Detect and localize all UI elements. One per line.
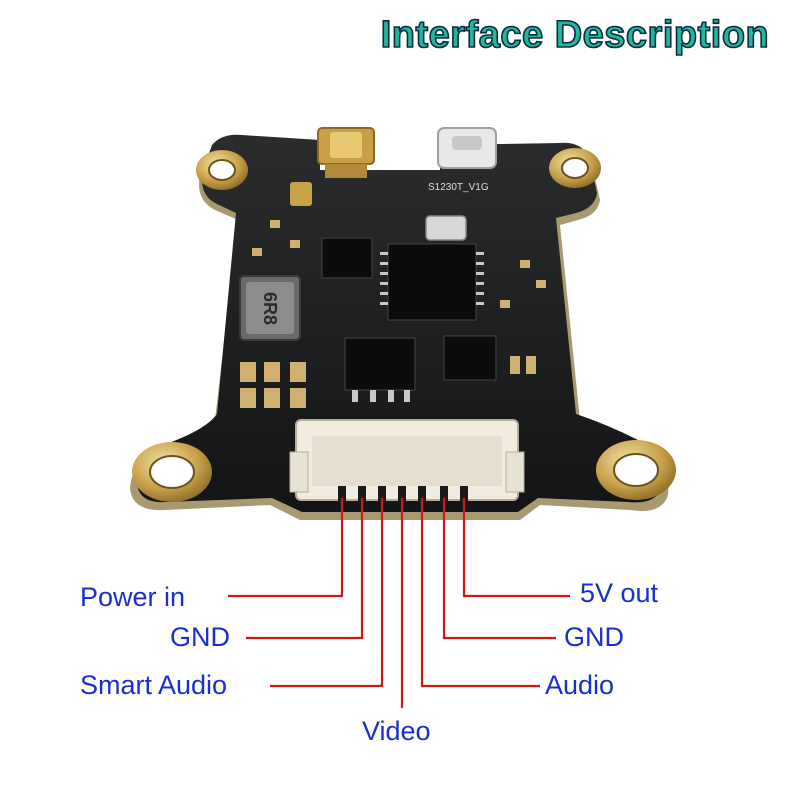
label-smart-audio: Smart Audio <box>80 670 228 700</box>
leader-smart-audio <box>270 498 384 688</box>
label-power-in: Power in <box>80 582 186 612</box>
leader-5v-out <box>462 498 570 598</box>
mount-hole-bottom-left <box>132 442 212 502</box>
label-video: Video <box>362 716 431 746</box>
push-button <box>437 127 497 169</box>
crystal-oscillator <box>425 215 467 241</box>
label-audio: Audio <box>545 670 615 700</box>
main-chip <box>380 243 484 321</box>
diagram-title: Interface Description <box>380 13 770 57</box>
leader-audio <box>420 498 540 688</box>
leader-power-in <box>228 498 344 598</box>
power-ic <box>344 337 416 402</box>
mount-hole-bottom-right <box>596 440 676 500</box>
amplifier-chip <box>443 335 497 381</box>
antenna-connector <box>290 127 375 206</box>
label-gnd-left: GND <box>170 622 230 652</box>
mount-hole-top-right <box>549 148 601 188</box>
leader-gnd-right <box>442 498 556 640</box>
pin-leader-lines <box>228 498 570 708</box>
label-5v-out: 5V out <box>580 578 659 608</box>
seven-pin-connector <box>289 419 525 502</box>
inductor-marking: 6R8 <box>260 292 280 325</box>
version-silkscreen: S1230T_V1G <box>428 182 489 193</box>
leader-gnd-left <box>246 498 364 640</box>
mount-hole-top-left <box>196 150 248 190</box>
regulator-chip <box>321 237 373 279</box>
inductor <box>239 275 301 341</box>
label-gnd-right: GND <box>564 622 624 652</box>
pcb-board <box>130 134 669 520</box>
smd-components <box>240 220 546 408</box>
